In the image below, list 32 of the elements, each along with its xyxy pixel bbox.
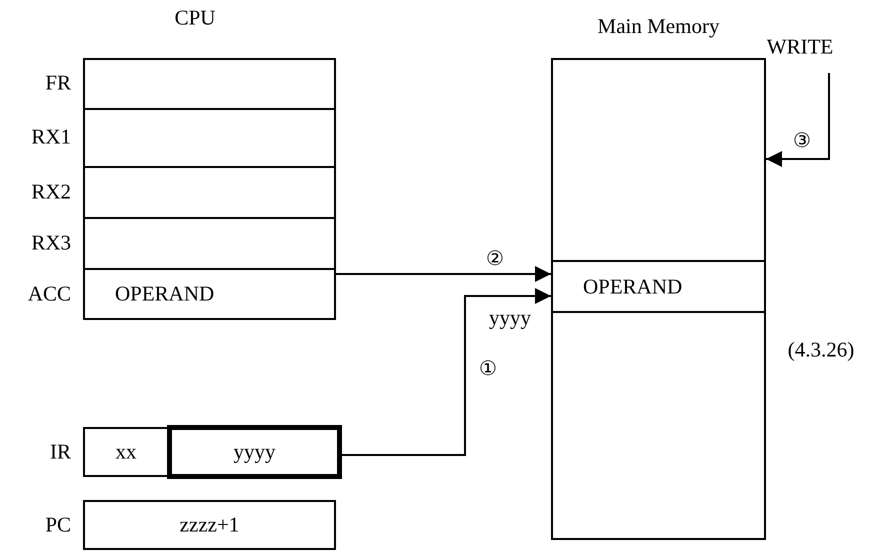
register-field <box>83 268 336 320</box>
register-value: zzzz+1 <box>180 514 240 536</box>
arrow <box>336 266 551 282</box>
register-name: PC <box>45 514 71 536</box>
register-field <box>83 58 336 110</box>
register-field <box>167 425 342 479</box>
register-name: ACC <box>28 284 71 304</box>
step-number: ① <box>479 358 497 378</box>
memory-cell <box>551 260 766 313</box>
register-field <box>83 427 169 477</box>
register-field <box>83 217 336 270</box>
arrow <box>342 288 551 456</box>
register-name: FR <box>45 72 71 94</box>
step-number: ③ <box>793 130 811 150</box>
register-name: RX1 <box>31 126 71 148</box>
register-value: yyyy <box>234 442 276 462</box>
register-field <box>83 500 336 550</box>
register-name: RX3 <box>31 232 71 253</box>
block-heading: CPU <box>174 8 216 28</box>
step-number: ② <box>486 248 504 268</box>
address-label: yyyy <box>489 308 531 328</box>
register-name: IR <box>50 442 71 462</box>
register-value: OPERAND <box>115 284 214 304</box>
register-name: RX2 <box>31 181 71 202</box>
arrow <box>766 73 830 167</box>
equation-number: (4.3.26) <box>788 340 854 360</box>
block-heading: Main Memory <box>598 16 720 37</box>
signal-label: WRITE <box>766 36 834 58</box>
register-field <box>83 166 336 219</box>
register-value: OPERAND <box>583 276 682 297</box>
register-value: xx <box>116 442 136 462</box>
register-field <box>83 108 336 168</box>
